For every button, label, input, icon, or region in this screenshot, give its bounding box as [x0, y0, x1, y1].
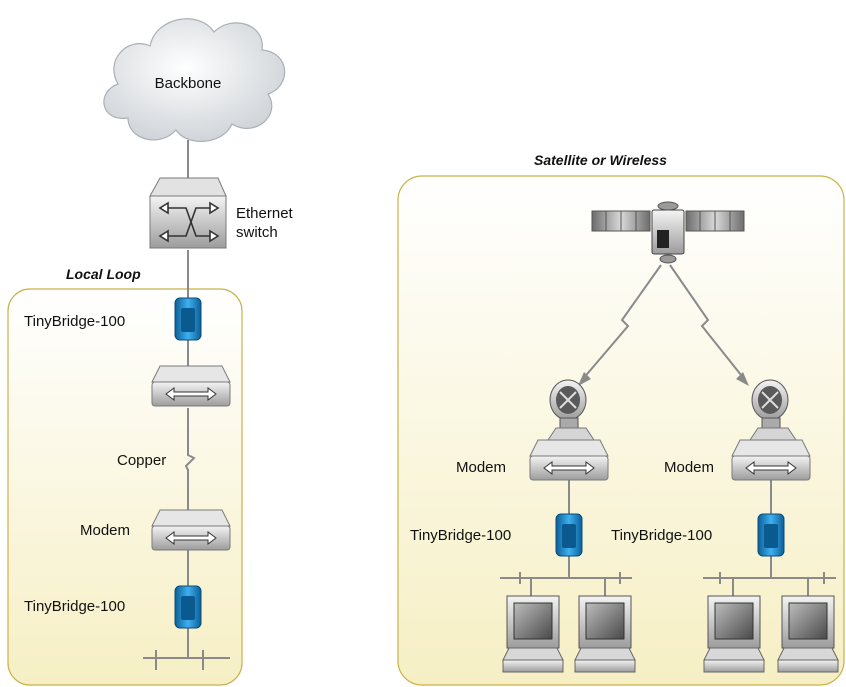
ethernet-switch-icon [149, 177, 227, 249]
tinybridge-icon [555, 513, 583, 557]
local-loop-title: Local Loop [66, 266, 141, 282]
backbone-label: Backbone [155, 75, 222, 92]
copper-label: Copper [117, 452, 166, 469]
computer-icon [502, 595, 564, 673]
satellite-dish-icon [547, 379, 595, 441]
satellite-icon [591, 201, 745, 264]
local-top-bridge-label: TinyBridge-100 [24, 313, 125, 330]
backbone-cloud-icon [103, 18, 286, 142]
computer-icon [777, 595, 839, 673]
local-modem-label: Modem [80, 522, 130, 539]
tinybridge-icon [174, 297, 202, 341]
wireless-region [397, 175, 845, 686]
tinybridge-icon [174, 585, 202, 629]
wireless-links [581, 264, 746, 381]
modem-icon [151, 509, 231, 551]
local-loop-region [7, 288, 243, 686]
modem-icon [731, 439, 811, 481]
satellite-dish-icon [749, 379, 797, 441]
local-bottom-bridge-label: TinyBridge-100 [24, 598, 125, 615]
modem-icon [529, 439, 609, 481]
arrow-head-left [578, 372, 591, 386]
tinybridge-icon [757, 513, 785, 557]
left-bridge-label: TinyBridge-100 [410, 527, 511, 544]
computer-icon [574, 595, 636, 673]
lan-bus-right [703, 572, 836, 598]
arrow-head-right [736, 372, 749, 386]
lan-bus-left [500, 572, 632, 598]
modem-icon [151, 365, 231, 407]
lan-bus-local [143, 650, 230, 670]
left-modem-label: Modem [456, 459, 506, 476]
computer-icon [703, 595, 765, 673]
connection-lines [184, 140, 772, 658]
right-modem-label: Modem [664, 459, 714, 476]
switch-label-line2: switch [236, 224, 278, 241]
switch-label-line1: Ethernet [236, 205, 294, 222]
wireless-title: Satellite or Wireless [534, 152, 667, 168]
right-bridge-label: TinyBridge-100 [611, 527, 712, 544]
